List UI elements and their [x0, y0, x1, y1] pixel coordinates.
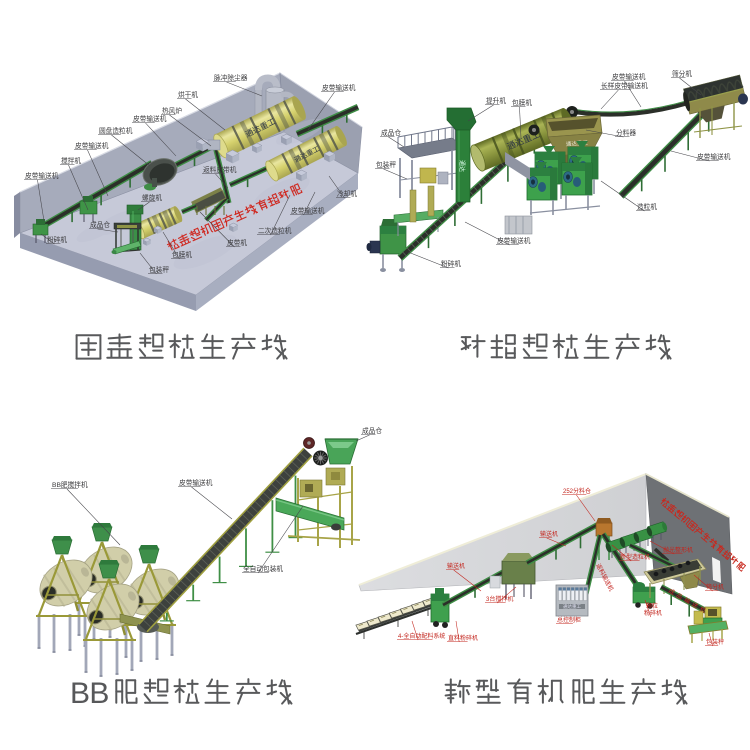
svg-text:皮带输送机: 皮带输送机 — [25, 171, 59, 180]
svg-text:通达: 通达 — [458, 160, 466, 172]
svg-text:冷却机: 冷却机 — [337, 189, 357, 198]
svg-text:包装秤: 包装秤 — [706, 638, 724, 646]
svg-text:通达重工: 通达重工 — [563, 603, 581, 610]
svg-text:长样皮带输送机: 长样皮带输送机 — [601, 81, 648, 90]
svg-text:成品仓: 成品仓 — [90, 220, 110, 229]
svg-text:烘干机: 烘干机 — [178, 90, 198, 99]
svg-text:包膜机: 包膜机 — [512, 98, 532, 107]
svg-text:包装秤: 包装秤 — [149, 265, 169, 274]
svg-text:输送机: 输送机 — [540, 530, 558, 538]
svg-text:直料粉碎机: 直料粉碎机 — [448, 634, 478, 642]
svg-text:成品仓: 成品仓 — [362, 426, 382, 435]
svg-text:总控制柜: 总控制柜 — [557, 616, 581, 624]
svg-text:皮带输送机: 皮带输送机 — [697, 152, 731, 161]
svg-text:皮带机: 皮带机 — [227, 238, 247, 247]
svg-text:粉碎机: 粉碎机 — [644, 609, 662, 617]
svg-text:圆盘造粒机: 圆盘造粒机 — [99, 126, 133, 135]
svg-text:4-全自动配料系统: 4-全自动配料系统 — [398, 632, 445, 640]
svg-text:脉冲除尘器: 脉冲除尘器 — [214, 73, 248, 82]
svg-text:抛光整形机: 抛光整形机 — [663, 546, 693, 554]
svg-text:皮带输送机: 皮带输送机 — [179, 478, 213, 487]
svg-text:颗粒: 颗粒 — [646, 602, 658, 610]
svg-text:粉碎机: 粉碎机 — [441, 259, 461, 268]
svg-text:筛分机: 筛分机 — [672, 69, 692, 78]
svg-text:全自动包装机: 全自动包装机 — [243, 564, 283, 573]
svg-text:粉碎机: 粉碎机 — [47, 235, 67, 244]
svg-text:造粒机: 造粒机 — [637, 202, 657, 211]
svg-text:提升机: 提升机 — [486, 96, 506, 105]
svg-text:搅拌机: 搅拌机 — [61, 156, 81, 165]
svg-text:B: B — [70, 677, 90, 710]
svg-text:分料器: 分料器 — [616, 128, 636, 137]
svg-text:皮带输送机: 皮带输送机 — [612, 72, 646, 81]
svg-text:新型造粒机: 新型造粒机 — [620, 553, 650, 561]
svg-text:252分料仓: 252分料仓 — [563, 487, 591, 495]
svg-text:皮带输送机: 皮带输送机 — [322, 83, 356, 92]
svg-text:二次造粒机: 二次造粒机 — [258, 226, 292, 235]
svg-text:皮带输送机: 皮带输送机 — [133, 114, 167, 123]
svg-text:热风炉: 热风炉 — [162, 106, 182, 115]
svg-text:输送机: 输送机 — [447, 562, 465, 570]
svg-text:返料皮带机: 返料皮带机 — [203, 165, 237, 174]
svg-text:皮带输送机: 皮带输送机 — [291, 206, 325, 215]
svg-text:BB肥搅拌机: BB肥搅拌机 — [52, 480, 88, 489]
svg-text:筛分机: 筛分机 — [706, 583, 724, 591]
svg-text:包膜机: 包膜机 — [172, 250, 192, 259]
svg-text:皮带输送机: 皮带输送机 — [497, 236, 531, 245]
svg-text:3台搅拌机: 3台搅拌机 — [486, 595, 513, 603]
svg-text:通达重工: 通达重工 — [566, 138, 589, 148]
svg-text:包装秤: 包装秤 — [376, 160, 396, 169]
svg-text:B: B — [89, 677, 109, 710]
svg-text:成品仓: 成品仓 — [381, 128, 401, 137]
svg-text:皮带输送机: 皮带输送机 — [75, 141, 109, 150]
svg-text:螺旋机: 螺旋机 — [142, 193, 162, 202]
